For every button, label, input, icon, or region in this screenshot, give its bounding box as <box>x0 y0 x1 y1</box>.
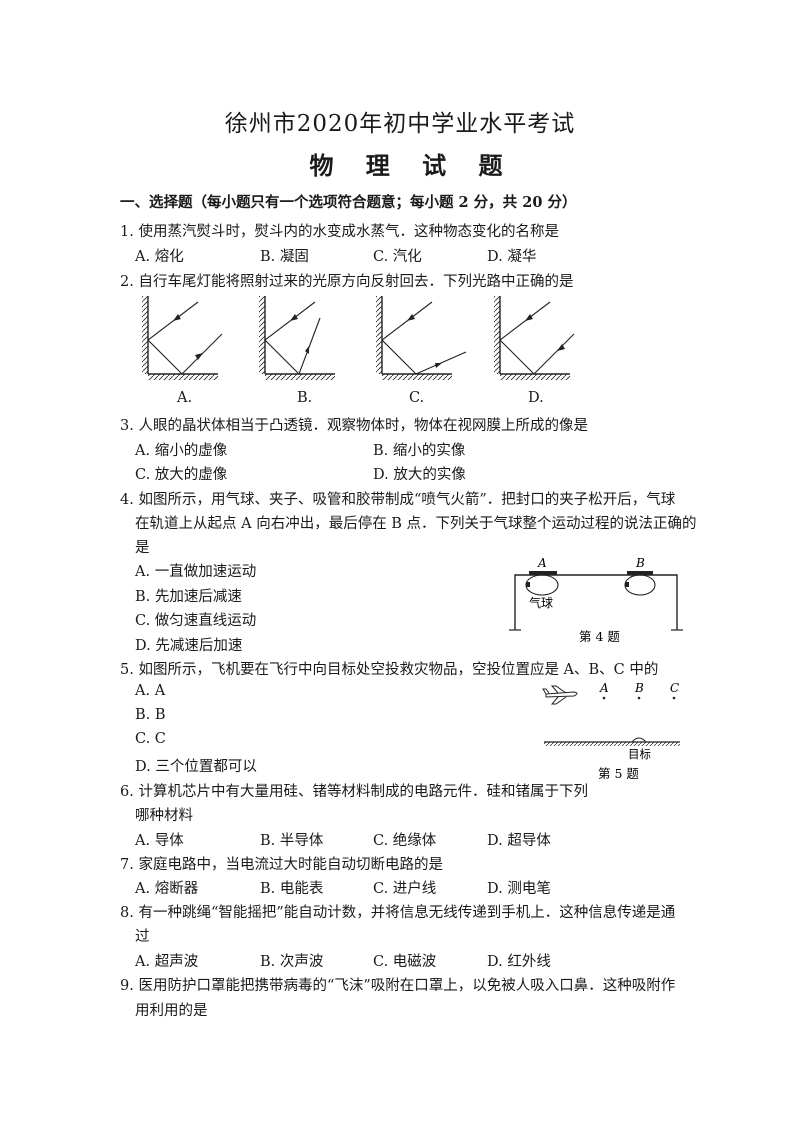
q2-option-d: D. <box>528 390 544 406</box>
q5-option-d: D. 三个位置都可以 <box>135 759 257 775</box>
q5-target-label: 目标 <box>628 747 651 761</box>
question-6-stem-line1: 6. 计算机芯片中有大量用硅、锗等材料制成的电路元件．硅和锗属于下列 <box>120 784 588 800</box>
q6-option-b: B. 半导体 <box>260 833 324 849</box>
q7-option-a: A. 熔断器 <box>135 881 199 897</box>
q3-option-b: B. 缩小的实像 <box>373 443 466 459</box>
q1-option-a: A. 熔化 <box>135 249 184 265</box>
q4-option-c: C. 做匀速直线运动 <box>135 613 257 629</box>
q6-option-c: C. 绝缘体 <box>373 833 437 849</box>
q5-option-a: A. A <box>135 683 166 699</box>
question-4-stem-line1: 4. 如图所示，用气球、夹子、吸管和胶带制成“喷气火箭”．把封口的夹子松开后，气… <box>120 492 676 508</box>
q4-option-d: D. 先减速后加速 <box>135 638 243 654</box>
q5-option-c: C. C <box>135 731 166 747</box>
question-9-stem-line1: 9. 医用防护口罩能把携带病毒的“飞沫”吸附在口罩上，以免被人吸入口鼻．这种吸附… <box>120 978 676 994</box>
q2-diagram-c <box>376 296 467 380</box>
q5-caption: 第 5 题 <box>598 766 639 781</box>
question-5-stem: 5. 如图所示，飞机要在飞行中向目标处空投救灾物品，空投位置应是 A、B、C 中… <box>120 662 659 678</box>
q4-option-b: B. 先加速后减速 <box>135 589 242 605</box>
question-9-stem-line2: 用利用的是 <box>135 1003 208 1019</box>
exam-title: 徐州市2020年初中学业水平考试 <box>224 111 576 137</box>
q8-option-d: D. 红外线 <box>487 954 551 970</box>
exam-subtitle: 物 理 试 题 <box>309 151 515 180</box>
q8-option-b: B. 次声波 <box>260 954 324 970</box>
q4-option-a: A. 一直做加速运动 <box>135 564 257 580</box>
q2-diagram-b <box>259 296 335 380</box>
q5-option-b: B. B <box>135 707 166 723</box>
question-2-stem: 2. 自行车尾灯能将照射过来的光原方向反射回去．下列光路中正确的是 <box>120 274 574 290</box>
section-heading: 一、选择题（每小题只有一个选项符合题意；每小题 2 分，共 20 分） <box>120 194 577 211</box>
q5-airdrop-figure: A B C 目标 第 5 题 <box>542 681 680 781</box>
q6-option-a: A. 导体 <box>135 833 184 849</box>
q2-option-c: C. <box>409 390 425 406</box>
q5-label-a: A <box>599 681 609 695</box>
question-7-stem: 7. 家庭电路中，当电流过大时能自动切断电路的是 <box>120 857 443 873</box>
question-4-stem-line2: 在轨道上从起点 A 向右冲出，最后停在 B 点．下列关于气球整个运动过程的说法正… <box>135 516 697 532</box>
q7-option-c: C. 进户线 <box>373 881 437 897</box>
q2-option-b: B. <box>297 390 313 406</box>
q1-option-b: B. 凝固 <box>260 249 309 265</box>
q7-option-d: D. 测电笔 <box>487 881 551 897</box>
q3-option-d: D. 放大的实像 <box>373 467 466 483</box>
q2-ray-diagrams <box>142 296 575 380</box>
q4-label-b: B <box>635 556 645 570</box>
q5-label-c: C <box>670 681 679 695</box>
q6-option-d: D. 超导体 <box>487 833 551 849</box>
airplane-icon <box>542 685 578 705</box>
q7-option-b: B. 电能表 <box>260 881 324 897</box>
q4-label-a: A <box>537 556 547 570</box>
question-6-stem-line2: 哪种材料 <box>135 808 193 824</box>
q4-caption: 第 4 题 <box>579 629 620 644</box>
question-4-stem-line3: 是 <box>135 540 150 556</box>
q3-option-c: C. 放大的虚像 <box>135 467 228 483</box>
question-3-stem: 3. 人眼的晶状体相当于凸透镜．观察物体时，物体在视网膜上所成的像是 <box>120 418 588 434</box>
q8-option-c: C. 电磁波 <box>373 954 437 970</box>
q1-option-d: D. 凝华 <box>487 249 537 265</box>
question-8-stem-line1: 8. 有一种跳绳“智能摇把”能自动计数，并将信息无线传递到手机上．这种信息传递是… <box>120 905 676 921</box>
q2-diagram-a <box>142 296 223 380</box>
q4-balloon-rocket-figure: A B 气球 第 4 题 <box>509 556 683 644</box>
question-8-stem-line2: 过 <box>135 929 150 945</box>
question-1-stem: 1. 使用蒸汽熨斗时，熨斗内的水变成水蒸气．这种物态变化的名称是 <box>120 224 559 240</box>
q5-label-b: B <box>634 681 644 695</box>
q3-option-a: A. 缩小的虚像 <box>135 443 228 459</box>
q4-balloon-label: 气球 <box>529 595 553 610</box>
q8-option-a: A. 超声波 <box>135 954 199 970</box>
q2-option-a: A. <box>177 390 193 406</box>
q1-option-c: C. 汽化 <box>373 249 422 265</box>
q2-diagram-d <box>494 296 575 380</box>
